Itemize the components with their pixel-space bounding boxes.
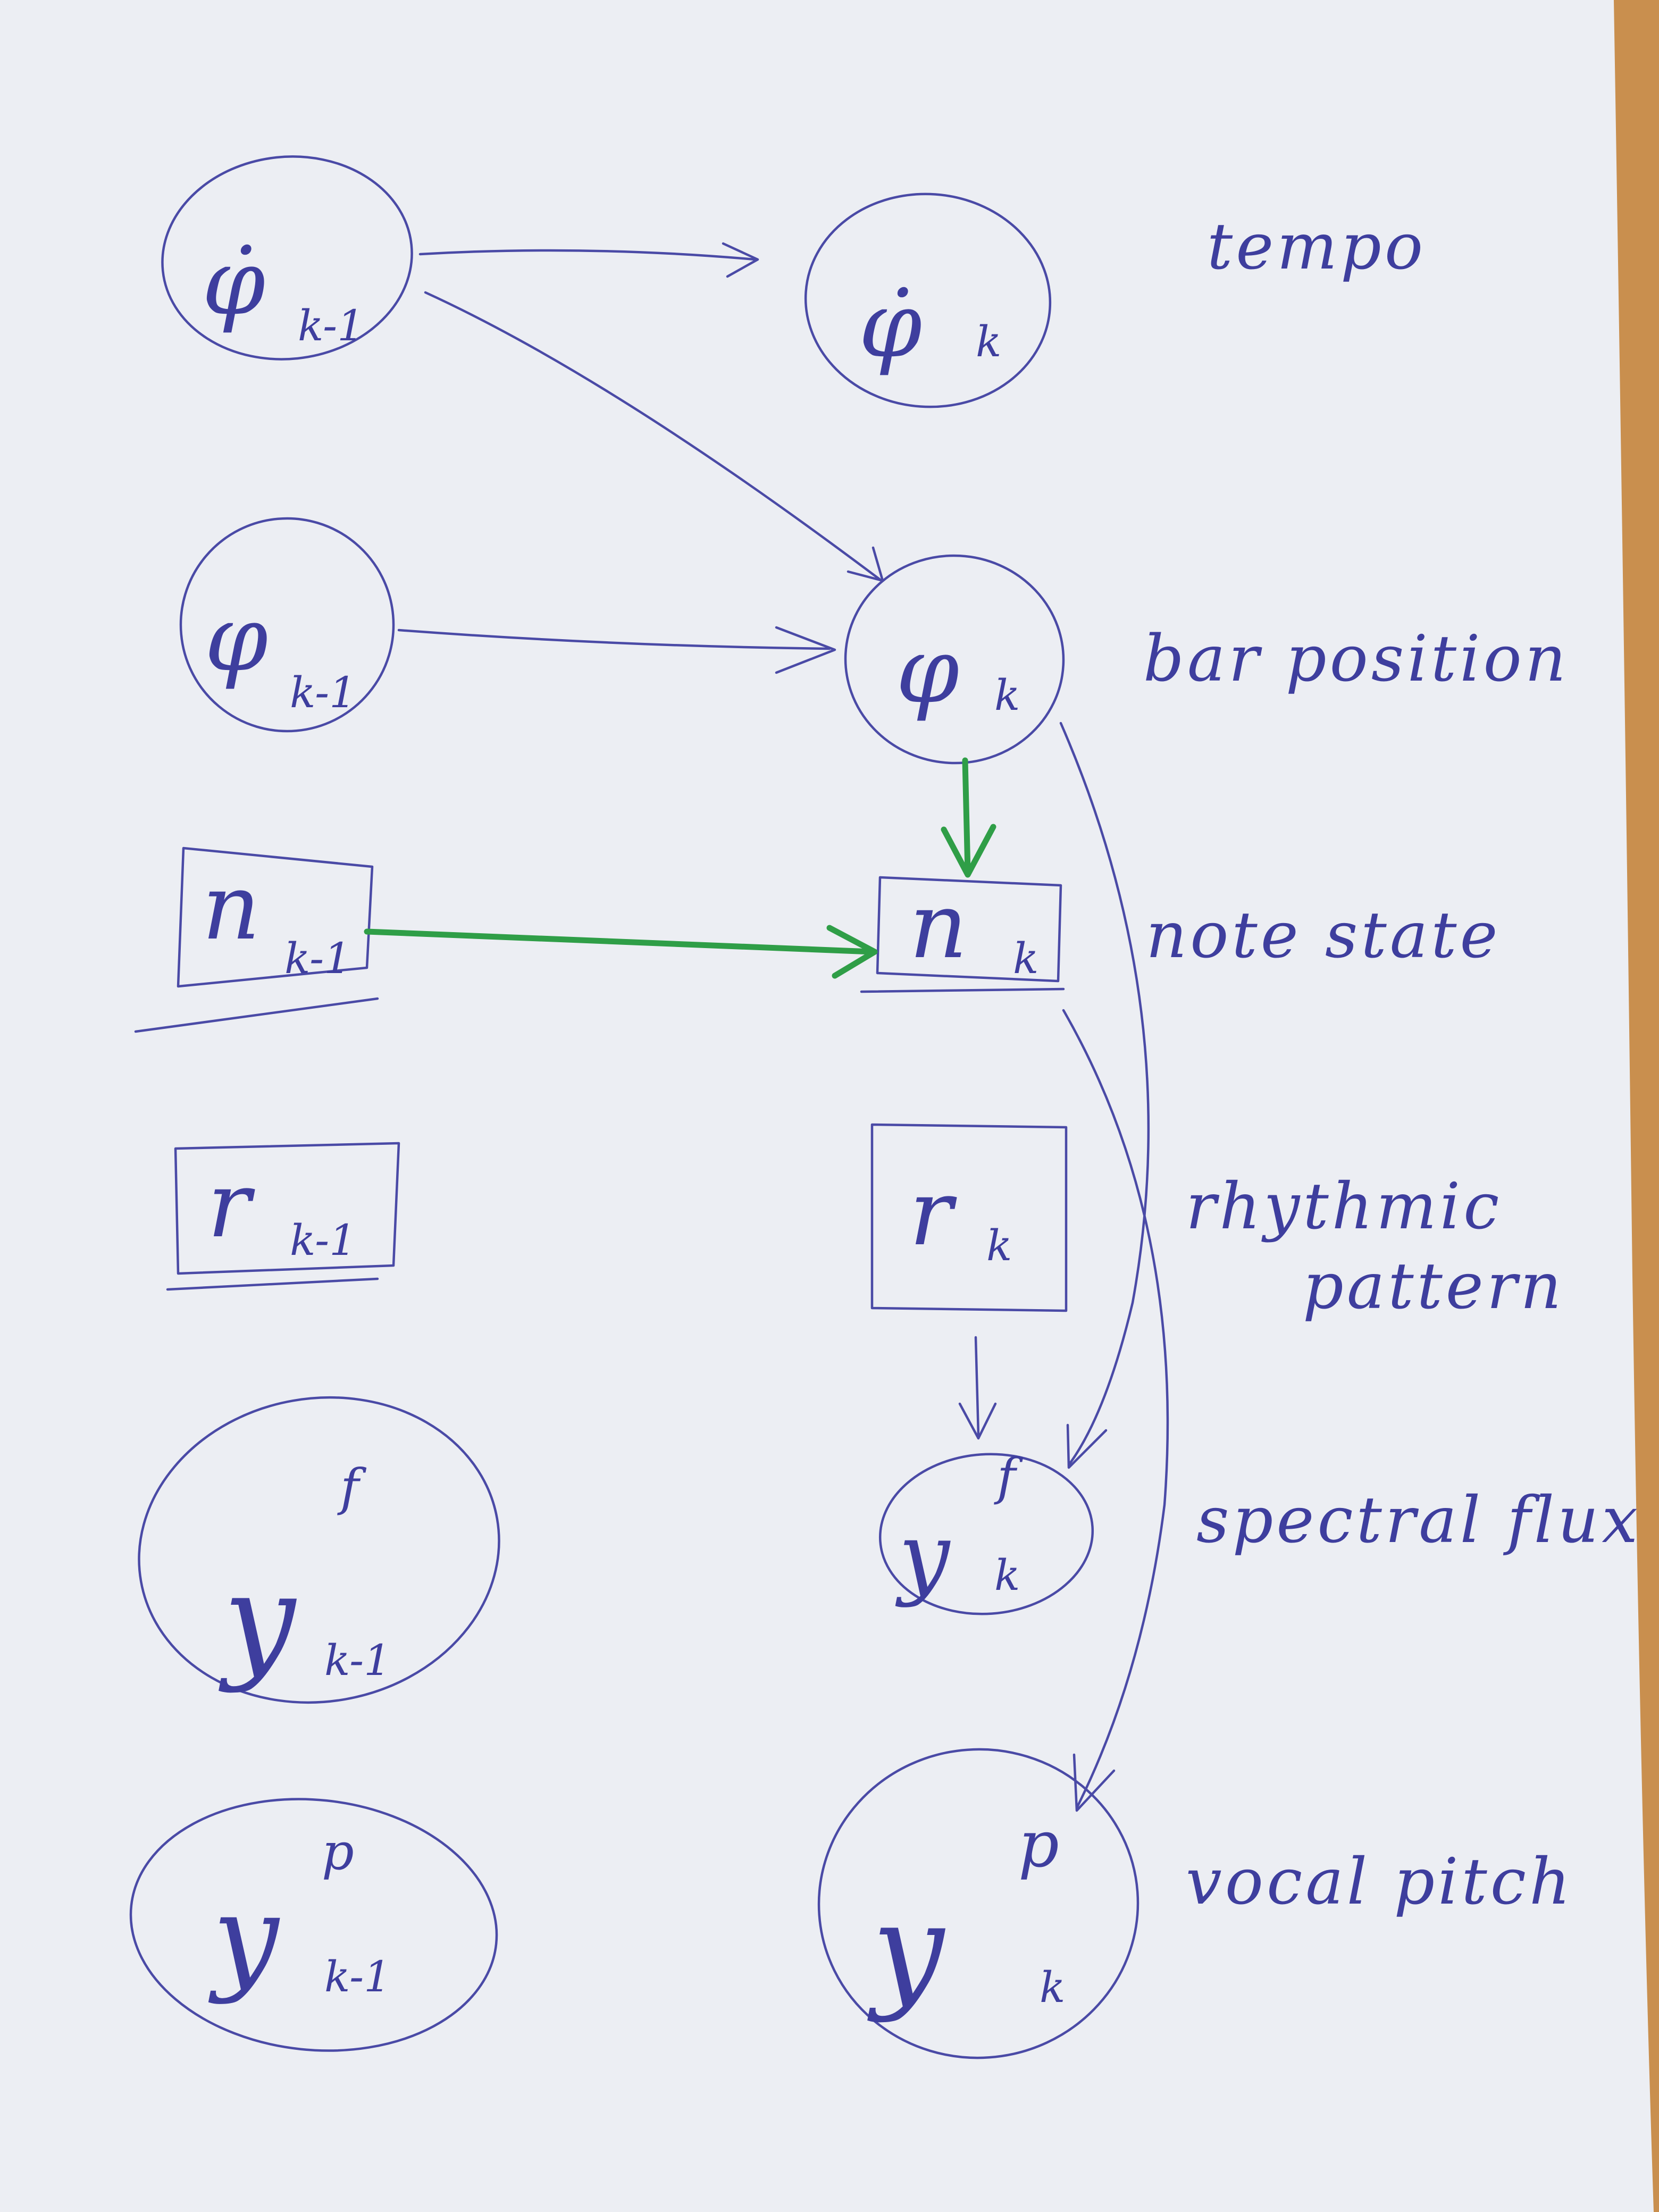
- node-pitch-cur: y p k: [817, 1748, 1139, 2059]
- node-rhythm-cur: r k: [870, 1123, 1068, 1312]
- node-note-prev-subscript: k-1: [284, 934, 351, 983]
- node-note-prev: n k-1: [134, 847, 379, 1033]
- label-note-state: note state: [1146, 899, 1501, 973]
- edge-bar-prev-to-bar-cur: [397, 626, 836, 674]
- node-flux-cur-symbol: y: [895, 1504, 951, 1609]
- edge-bar-cur-to-note-cur: [941, 757, 996, 878]
- node-pitch-cur-superscript: p: [1018, 1808, 1059, 1882]
- edge-note-prev-to-note-cur: [364, 925, 878, 979]
- node-flux-prev-symbol: y: [219, 1546, 297, 1695]
- edge-note-cur-to-pitch-cur: [1062, 1009, 1169, 1812]
- node-pitch-prev-symbol: y: [208, 1870, 280, 2006]
- node-tempo-cur: φ̇ k: [804, 192, 1052, 408]
- node-rhythm-prev-subscript: k-1: [290, 1216, 356, 1265]
- node-flux-prev-subscript: k-1: [324, 1636, 391, 1685]
- node-pitch-prev: y p k-1: [129, 1798, 498, 2052]
- node-bar-cur-subscript: k: [994, 671, 1020, 720]
- node-tempo-cur-subscript: k: [976, 317, 1001, 366]
- node-rhythm-cur-symbol: r: [909, 1161, 957, 1266]
- edge-rhythm-cur-to-flux-cur: [958, 1336, 997, 1440]
- node-note-cur-subscript: k: [1013, 934, 1038, 983]
- node-bar-cur: φ k: [844, 554, 1065, 765]
- node-rhythm-cur-subscript: k: [986, 1221, 1012, 1270]
- node-bar-cur-symbol: φ: [896, 618, 959, 724]
- node-bar-prev: φ k-1: [179, 517, 395, 733]
- node-note-prev-symbol: n: [202, 855, 261, 960]
- label-rhythmic-pattern-line1: rhythmic: [1186, 1170, 1502, 1244]
- edge-tempo-prev-to-tempo-cur: [418, 242, 759, 278]
- node-rhythm-prev-symbol: r: [207, 1153, 255, 1258]
- edge-tempo-prev-to-bar-cur: [424, 291, 884, 582]
- edge-bar-cur-to-flux-cur: [1059, 722, 1150, 1469]
- label-tempo: tempo: [1207, 210, 1426, 284]
- node-bar-prev-symbol: φ: [205, 586, 268, 692]
- node-pitch-prev-superscript: p: [322, 1823, 354, 1881]
- node-pitch-prev-subscript: k-1: [324, 1952, 391, 2001]
- label-bar-position: bar position: [1143, 622, 1569, 696]
- node-tempo-prev-symbol: φ̇: [202, 230, 265, 336]
- node-pitch-cur-subscript: k: [1040, 1963, 1065, 2012]
- node-pitch-cur-symbol: y: [867, 1875, 946, 2024]
- label-spectral-flux: spectral flux: [1196, 1484, 1641, 1557]
- node-flux-cur-subscript: k: [994, 1551, 1020, 1600]
- node-tempo-cur-symbol: φ̇: [859, 273, 922, 378]
- node-bar-prev-subscript: k-1: [290, 668, 356, 717]
- node-rhythm-prev: r k-1: [166, 1142, 400, 1291]
- label-vocal-pitch: vocal pitch: [1186, 1845, 1573, 1919]
- node-note-cur: n k: [860, 874, 1065, 993]
- label-rhythmic-pattern-line2: pattern: [1303, 1250, 1564, 1323]
- node-flux-prev: y f k-1: [138, 1396, 500, 1704]
- node-tempo-prev: φ̇ k-1: [161, 155, 413, 361]
- node-note-cur-symbol: n: [909, 874, 968, 979]
- node-tempo-prev-subscript: k-1: [298, 301, 364, 350]
